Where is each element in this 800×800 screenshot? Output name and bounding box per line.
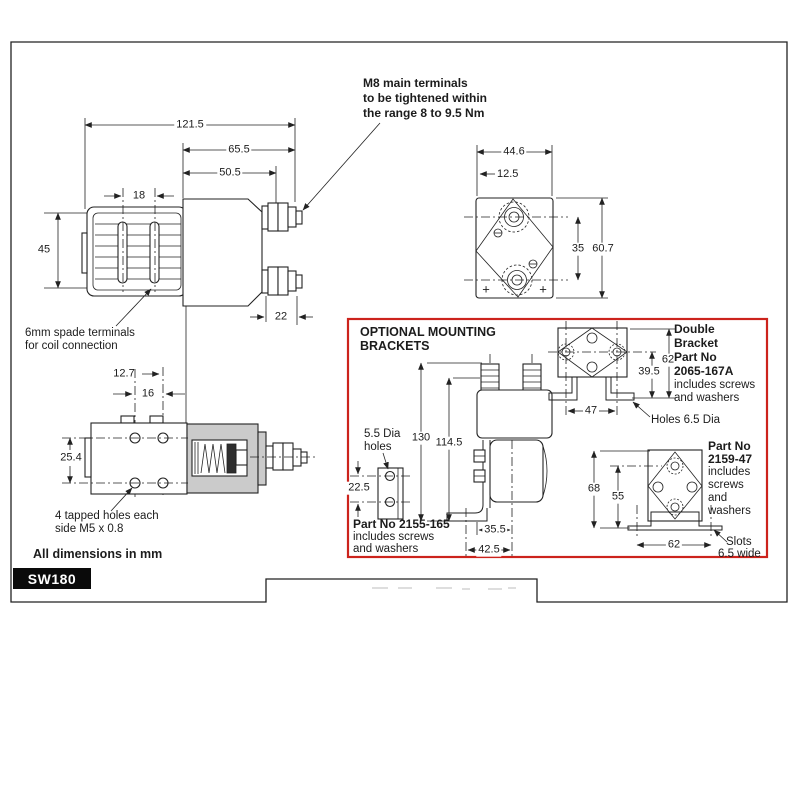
m8-note-line3: the range 8 to 9.5 Nm [363, 106, 485, 120]
bracket-2159-name-line2: 2159-47 [708, 452, 753, 466]
dim-stud-label: 22 [274, 310, 288, 323]
scan-artifacts [372, 587, 516, 590]
assembly-with-bracket [418, 354, 553, 556]
holes-6-5-note: Holes 6.5 Dia [651, 414, 721, 426]
hole-dia-note-line2: holes [364, 441, 392, 453]
hole-dia-note-line1: 5.5 Dia [364, 428, 401, 440]
dim-39-5-label: 39.5 [636, 365, 662, 379]
bottom-view-drawing [62, 367, 318, 512]
dim-62b-label: 62 [665, 538, 683, 552]
plus-terminal-label: + [482, 281, 490, 297]
tapped-note-line1: 4 tapped holes each [55, 510, 159, 522]
plus-terminal-label: + [539, 281, 547, 297]
dim-68-label: 68 [585, 482, 603, 496]
panel-title-line2: BRACKETS [360, 339, 430, 353]
slots-note-line1: Slots [726, 536, 752, 548]
dim-inner-length-label: 50.5 [217, 166, 243, 180]
bracket-2065-includes-line1: includes screws [674, 379, 756, 391]
dim-end-offset-label: 12.5 [497, 168, 519, 180]
bracket-2065-name-line2: Bracket [674, 336, 719, 350]
minus-terminal-icon [493, 228, 538, 269]
dim-130-label: 130 [409, 431, 433, 445]
slots-note-line2: 6.5 wide [718, 548, 761, 560]
dim-47-label: 47 [584, 404, 598, 417]
spring-detail [194, 442, 248, 474]
dim-62-label: 62 [659, 353, 677, 367]
m8-note-line1: M8 main terminals [363, 76, 468, 90]
bracket-2065-includes-line2: and washers [674, 392, 740, 404]
spade-terminal-slots [117, 221, 160, 284]
bracket-2065-name-line3: Part No [674, 350, 717, 364]
spade-note-line1: 6mm spade terminals [25, 327, 135, 339]
dim-hole-offset-label: 12.7 [113, 367, 135, 380]
dim-42-5-label: 42.5 [476, 543, 502, 557]
part-2155-label: Part No 2155-165 [353, 517, 450, 531]
side-view-drawing [44, 118, 381, 423]
product-code-label: SW180 [27, 570, 77, 587]
bracket-2065-name-line1: Double [674, 322, 715, 336]
dim-hole-rows-label: 25.4 [58, 451, 84, 465]
dim-end-pitch-label: 35 [569, 242, 587, 256]
dim-hole-pitch-label: 16 [141, 387, 155, 400]
m8-note-line2: to be tightened within [363, 91, 487, 105]
end-view-drawing [464, 145, 608, 299]
dim-overall-length-label: 121.5 [174, 118, 206, 132]
spade-note-line2: for coil connection [25, 340, 118, 352]
panel-title-line1: OPTIONAL MOUNTING [360, 325, 496, 339]
dim-22-5-label: 22.5 [346, 481, 372, 495]
dim-body-length-label: 65.5 [226, 143, 252, 157]
page-border [10, 41, 788, 603]
bracket-2155-plate [350, 452, 410, 520]
m8-terminal-studs [261, 202, 303, 296]
dim-114-5-label: 114.5 [433, 436, 465, 450]
all-dimensions-note: All dimensions in mm [33, 547, 163, 561]
dim-end-height-label: 60.7 [590, 242, 616, 256]
bracket-2159-name-line1: Part No [708, 439, 751, 453]
tapped-note-line2: side M5 x 0.8 [55, 523, 124, 535]
dim-55-label: 55 [609, 490, 627, 504]
bracket-2159-includes-line4: washers [708, 505, 751, 517]
bracket-screws [473, 449, 486, 483]
dim-35-5-label: 35.5 [482, 523, 508, 537]
product-code-badge: SW180 [13, 568, 91, 589]
bracket-2159-includes-line2: screws [708, 479, 744, 491]
part-2155-includes-line2: and washers [353, 543, 419, 555]
dim-spade-pitch-label: 18 [132, 189, 146, 202]
dim-end-width-label: 44.6 [501, 145, 527, 159]
bracket-2159-includes-line3: and [708, 492, 728, 504]
bottom-view-stud [265, 442, 308, 471]
bracket-2159-includes-line1: includes [708, 466, 751, 478]
bracket-2065-drawing [548, 321, 675, 418]
part-2155-includes-line1: includes screws [353, 531, 435, 543]
brackets-panel [346, 317, 769, 559]
dim-height-label: 45 [37, 243, 51, 256]
threaded-studs [480, 363, 542, 393]
bracket-2065-name-line4: 2065-167A [674, 364, 734, 378]
